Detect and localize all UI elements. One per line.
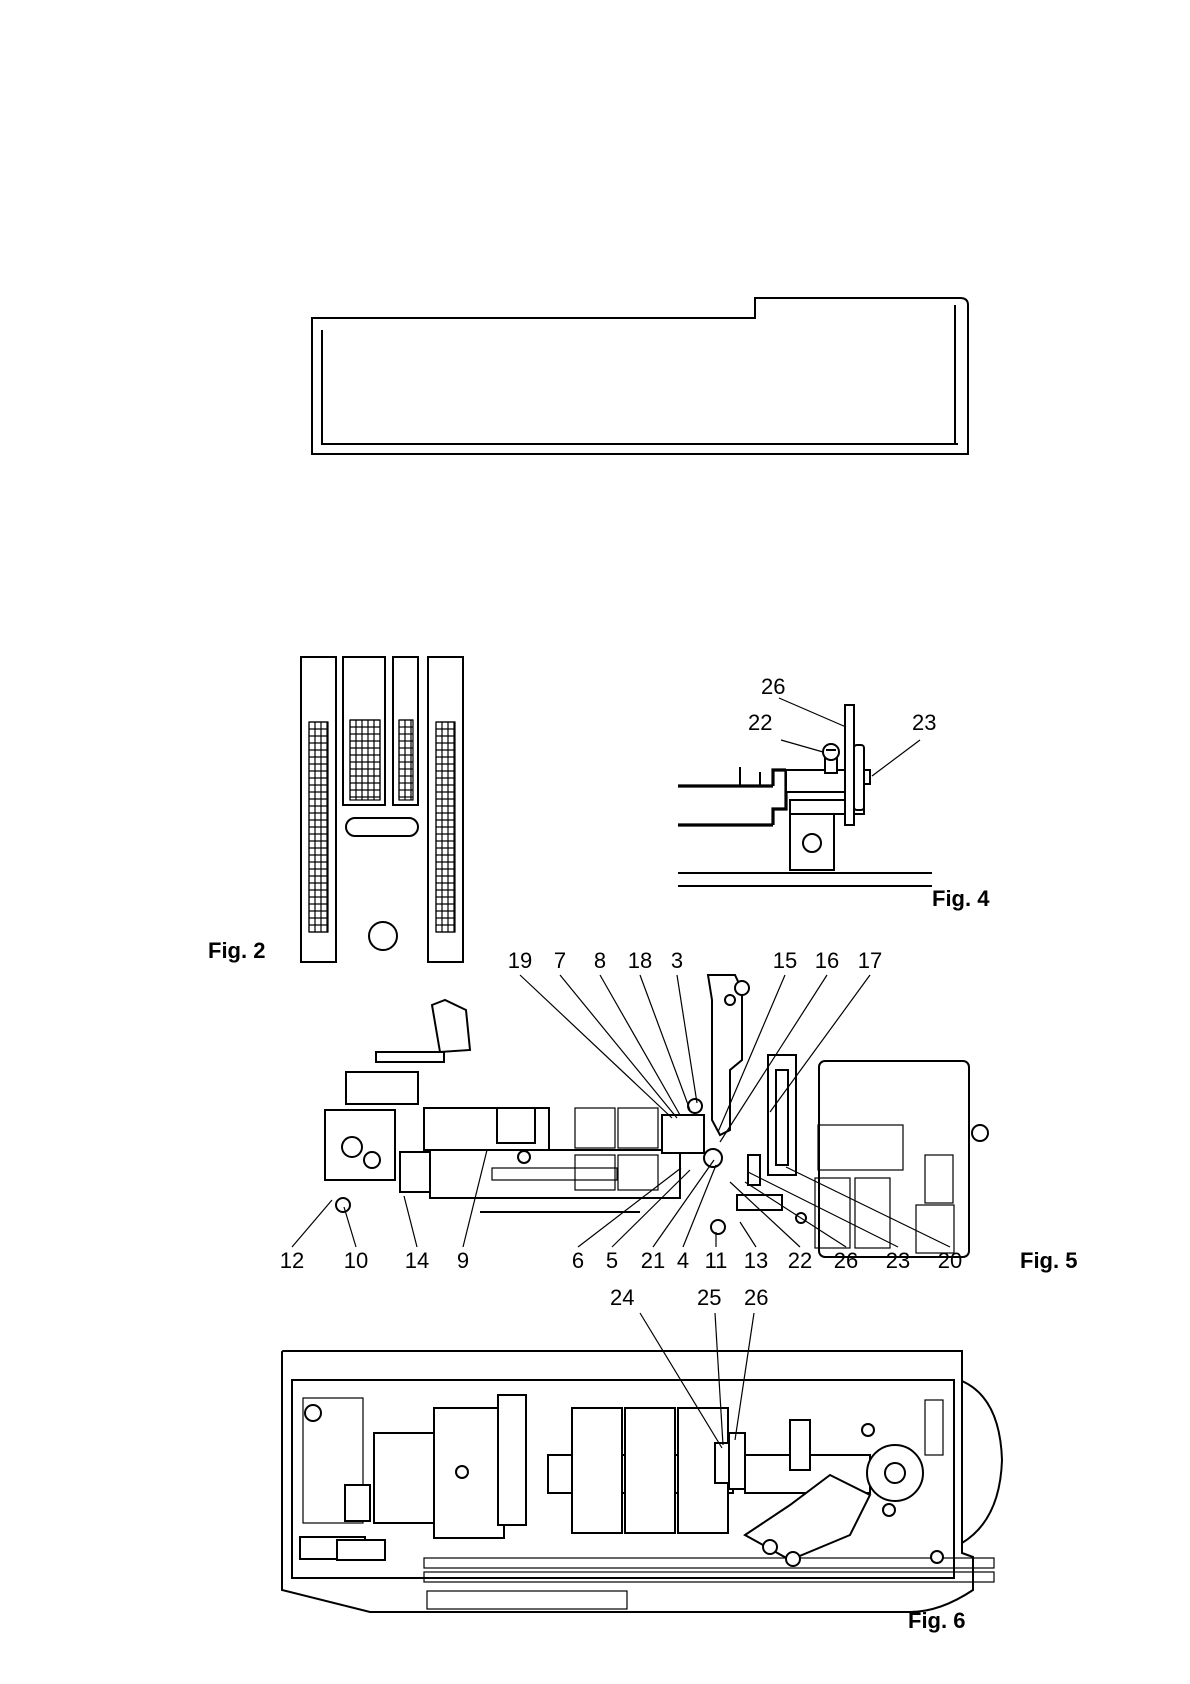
- fig-5-callout-18: 18: [628, 948, 652, 973]
- adjusting-screw-head: [823, 744, 839, 760]
- fig-5-callout-10: 10: [344, 1248, 368, 1273]
- fig-5-leader-14: [404, 1196, 417, 1247]
- fig-5-callout-11: 11: [705, 1248, 728, 1273]
- handwheel: [962, 1381, 1002, 1543]
- fig-5-callout-15: 15: [773, 948, 797, 973]
- lower-screw: [803, 834, 821, 852]
- fig-5-callout-3: 3: [671, 948, 683, 973]
- fig-5-callout-7: 7: [554, 948, 566, 973]
- fig-5-leader-7: [560, 975, 677, 1118]
- fig-5-callout-26: 26: [834, 1248, 858, 1273]
- feed-dog-left: [301, 657, 336, 962]
- fig-6-caption: Fig. 6: [908, 1608, 965, 1633]
- fig-5-leader-22: [730, 1182, 800, 1247]
- fig-5-callout-12: 12: [280, 1248, 304, 1273]
- fig-4-caption: Fig. 4: [932, 886, 990, 911]
- fig-5-callout-9: 9: [457, 1248, 469, 1273]
- fig-5-leader-12: [292, 1200, 332, 1247]
- right-compartment: [819, 1061, 969, 1257]
- fig-4-callout-23: 23: [912, 710, 936, 735]
- eccentric-cam: [748, 1155, 760, 1185]
- fig-5-callout-17: 17: [858, 948, 882, 973]
- presser-foot-bracket: [432, 1000, 470, 1052]
- fig-5-callout-14: 14: [405, 1248, 429, 1273]
- fig-5-callout-20: 20: [938, 1248, 962, 1273]
- fig-5-callout-21: 21: [641, 1248, 665, 1273]
- fig-5-callout-22: 22: [788, 1248, 812, 1273]
- spring: [337, 1540, 385, 1560]
- fig-5-leader-13: [740, 1222, 756, 1247]
- fig-6-machine-top-drawing: [282, 1313, 1002, 1612]
- fig-5-callout-16: 16: [815, 948, 839, 973]
- fig-6-callout-26: 26: [744, 1285, 768, 1310]
- fig-5-leader-4: [683, 1165, 716, 1247]
- fig-5-callout-4: 4: [677, 1248, 689, 1273]
- fig-6-callout-24: 24: [610, 1285, 634, 1310]
- fig-5-callout-23: 23: [886, 1248, 910, 1273]
- eccentric-collar: [715, 1443, 729, 1483]
- fig-5-callout-6: 6: [572, 1248, 584, 1273]
- gear-wheel: [729, 1433, 745, 1489]
- left-gear-housing: [346, 1072, 418, 1104]
- vertical-plate: [845, 705, 854, 825]
- fig-5-top-callouts: 19 7 8 18 3 15 16 17: [508, 948, 882, 973]
- fig-5-leader-8: [600, 975, 680, 1115]
- side-screw: [972, 1125, 988, 1141]
- machine-base-outline: [312, 298, 968, 454]
- fig-6-callout-25: 25: [697, 1285, 721, 1310]
- fig-5-caption: Fig. 5: [1020, 1248, 1077, 1273]
- hand-lever: [376, 1052, 444, 1062]
- eccentric-disc: [854, 745, 864, 810]
- mount-bracket: [786, 770, 850, 792]
- fig-5-leader-19: [520, 975, 672, 1118]
- center-adjuster-block: [662, 1115, 704, 1153]
- horizontal-shaft: [430, 1150, 680, 1198]
- needle-slot: [346, 818, 418, 836]
- fig-4-callout-22: 22: [748, 710, 772, 735]
- fig-5-callout-8: 8: [594, 948, 606, 973]
- fig-2-needle-plate-drawing: [301, 657, 463, 962]
- lower-screw-11: [711, 1220, 725, 1234]
- fig-4-adjustment-drawing: [678, 698, 932, 886]
- fig-5-callout-13: 13: [744, 1248, 768, 1273]
- feed-dog-right: [428, 657, 463, 962]
- shaft-stub: [864, 770, 870, 784]
- fig-2-caption: Fig. 2: [208, 938, 265, 963]
- needle-plate-hole: [369, 922, 397, 950]
- fig-4-callout-26: 26: [761, 674, 785, 699]
- center-screw: [688, 1099, 702, 1113]
- fig-5-callout-19: 19: [508, 948, 532, 973]
- fig-5-leader-10: [344, 1207, 356, 1247]
- fig-5-callout-5: 5: [606, 1248, 618, 1273]
